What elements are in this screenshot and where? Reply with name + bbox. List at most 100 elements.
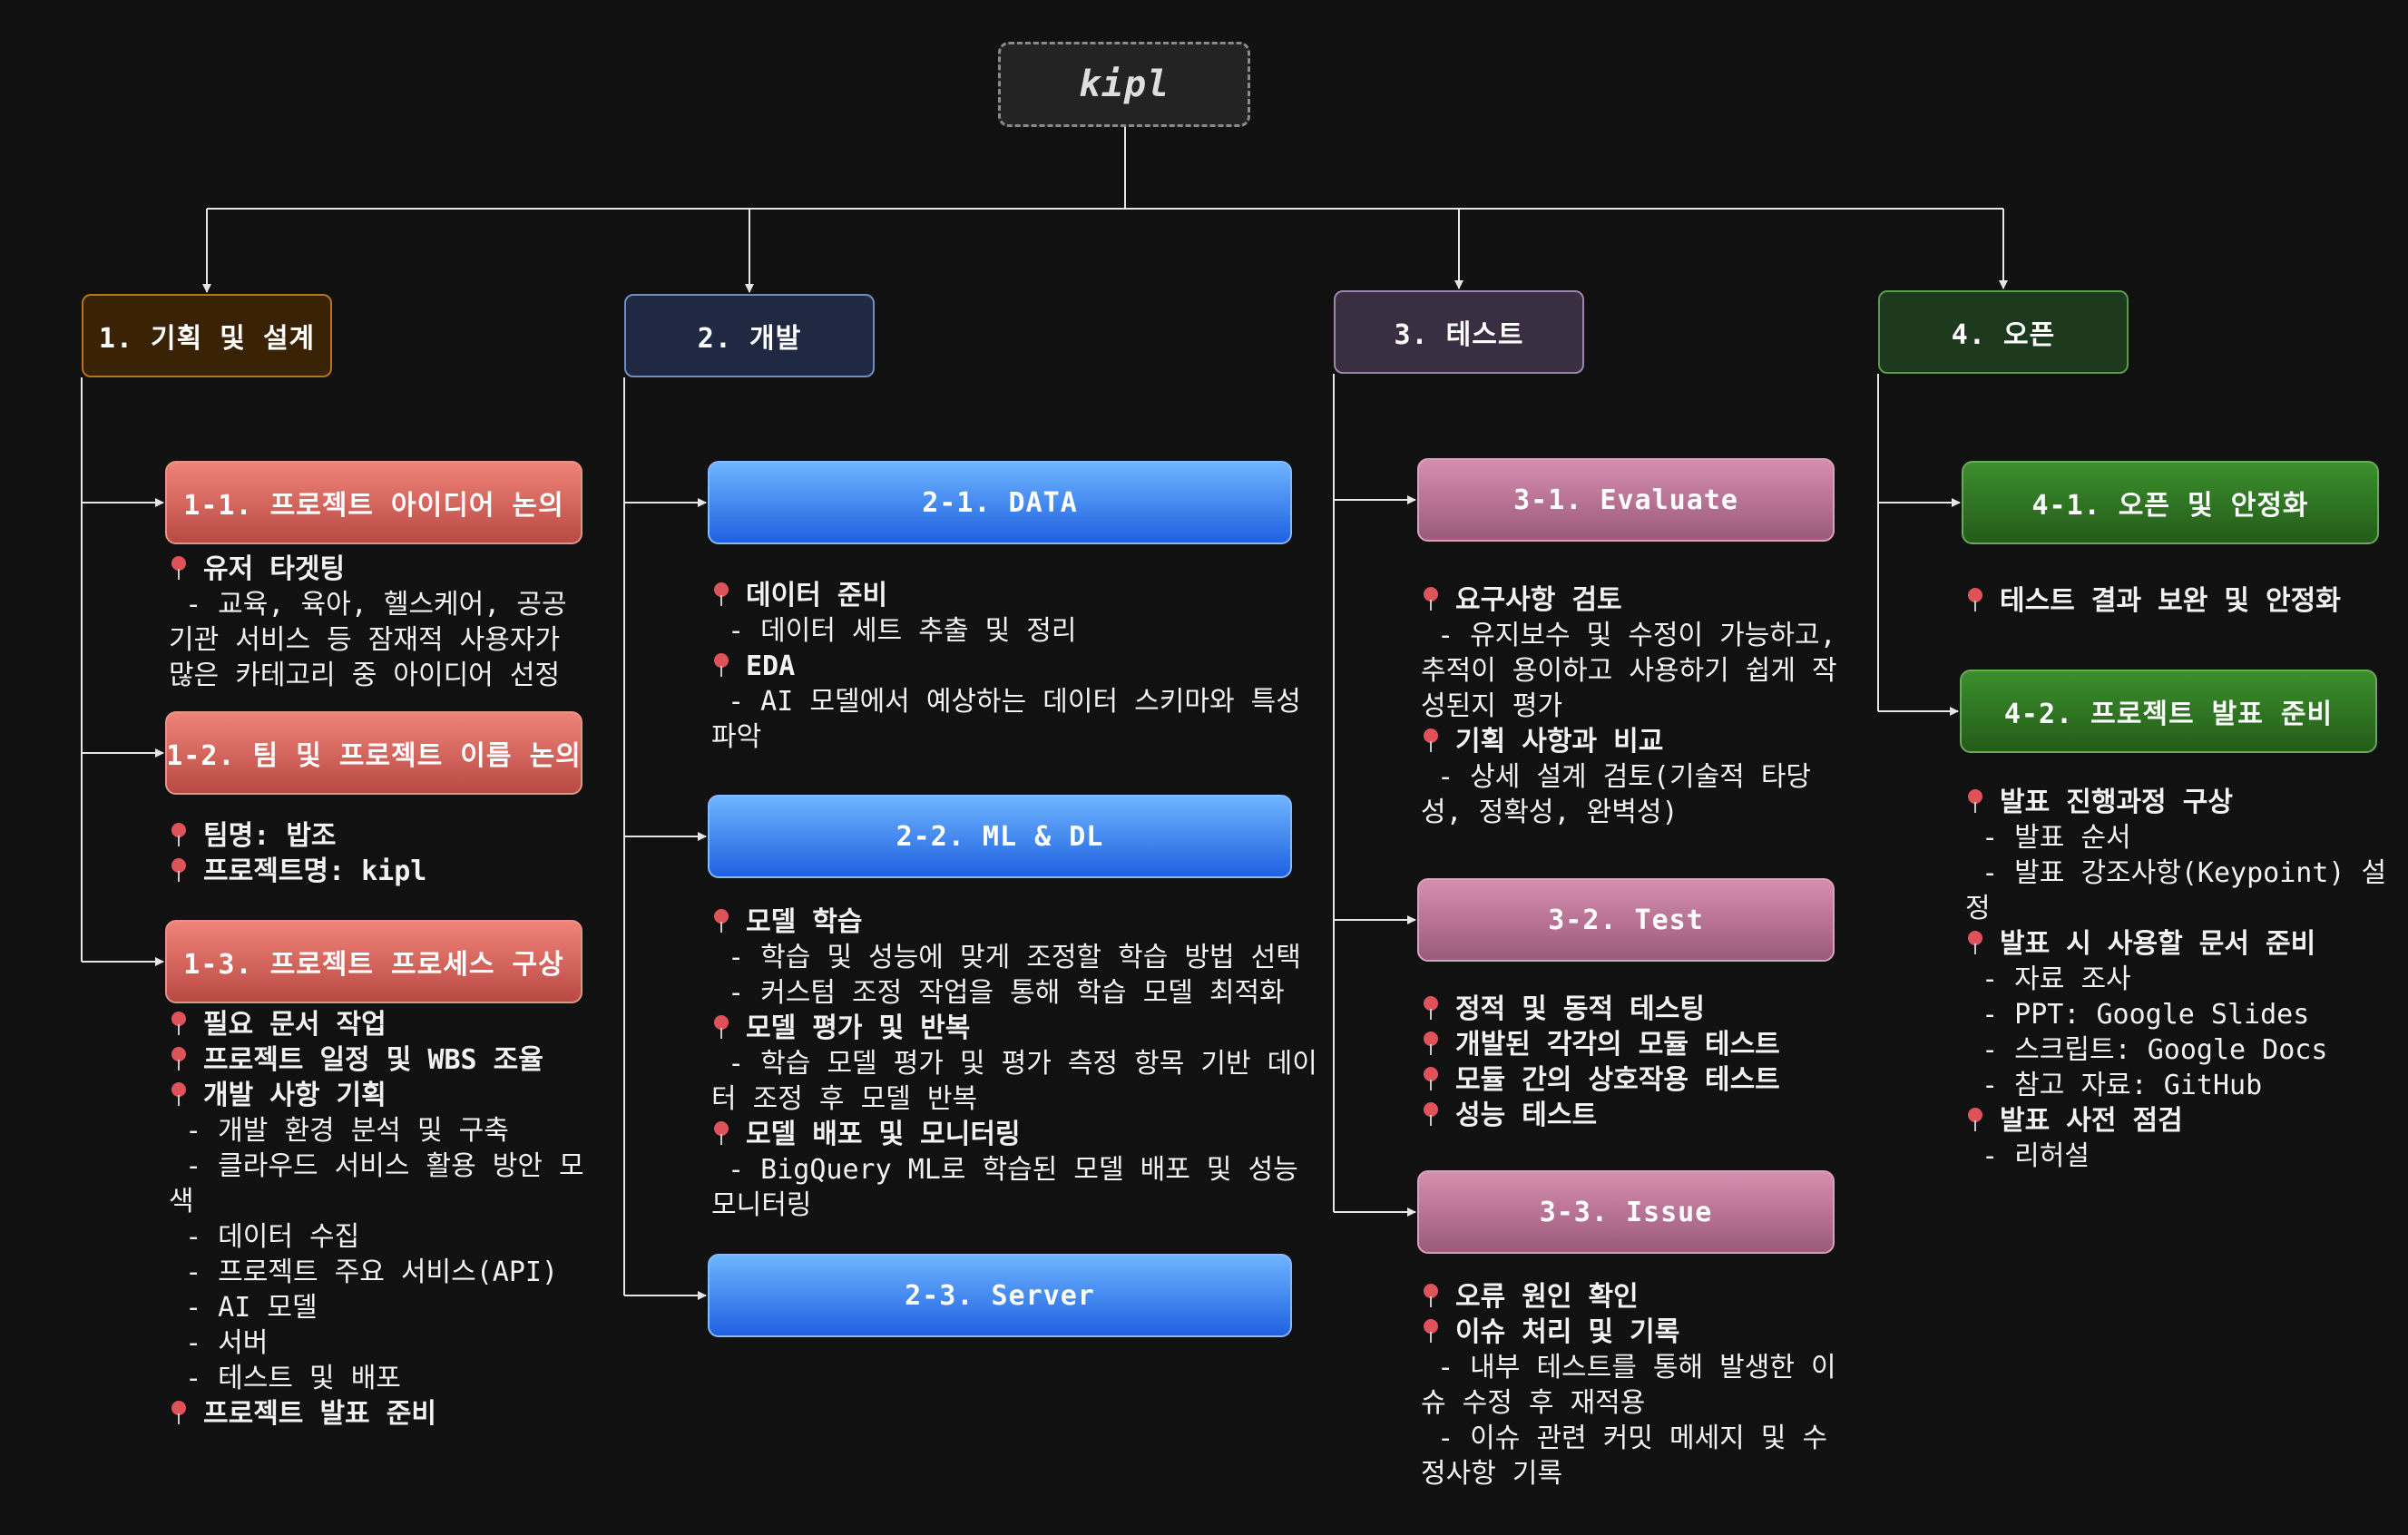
sub-data[interactable]: 2-1. DATA bbox=[708, 461, 1292, 544]
category-development[interactable]: 2. 개발 bbox=[624, 294, 875, 377]
category-planning[interactable]: 1. 기획 및 설계 bbox=[82, 294, 332, 377]
note-text: - 서버 bbox=[169, 1327, 269, 1359]
note-heading: 필요 문서 작업 bbox=[169, 1007, 586, 1042]
note-detail: - 데이터 수집 bbox=[169, 1219, 586, 1255]
note-detail: - 발표 강조사항(Keypoint) 설정 bbox=[1965, 855, 2392, 926]
note-heading: 요구사항 검토 bbox=[1421, 582, 1838, 618]
pushpin-icon bbox=[1421, 1282, 1441, 1309]
note-text: - 유지보수 및 수정이 가능하고, 추적이 용이하고 사용하기 쉽게 작성된지… bbox=[1421, 620, 1853, 722]
pushpin-icon bbox=[169, 856, 189, 884]
sub-open-stabilize[interactable]: 4-1. 오픈 및 안정화 bbox=[1962, 461, 2379, 544]
sub-idea-discussion[interactable]: 1-1. 프로젝트 아이디어 논의 bbox=[165, 461, 582, 544]
note-heading: 모델 배포 및 모니터링 bbox=[711, 1117, 1328, 1152]
note-heading: 발표 진행과정 구상 bbox=[1965, 785, 2392, 820]
note-text: - 프로젝트 주요 서비스(API) bbox=[169, 1256, 559, 1288]
note-text: 성능 테스트 bbox=[1455, 1100, 1598, 1131]
note-detail: - 교육, 육아, 헬스케어, 공공 기관 서비스 등 잠재적 사용자가 많은 … bbox=[169, 587, 586, 693]
note-text: - 발표 순서 bbox=[1965, 822, 2131, 854]
note-detail: - 스크립트: Google Docs bbox=[1965, 1032, 2392, 1068]
note-heading: 테스트 결과 보완 및 안정화 bbox=[1965, 583, 2392, 619]
sub-test[interactable]: 3-2. Test bbox=[1417, 878, 1835, 962]
note-text: 발표 시 사용할 문서 준비 bbox=[2000, 928, 2316, 960]
note-text: 데이터 준비 bbox=[746, 580, 888, 611]
sub-ml-dl[interactable]: 2-2. ML & DL bbox=[708, 795, 1292, 878]
note-detail: - 학습 모델 평가 및 평가 측정 항목 기반 데이터 조정 후 모델 반복 bbox=[711, 1046, 1328, 1117]
sub-issue[interactable]: 3-3. Issue bbox=[1417, 1170, 1835, 1254]
note-text: - 데이터 세트 추출 및 정리 bbox=[711, 615, 1077, 647]
note-text: - AI 모델 bbox=[169, 1292, 318, 1324]
note-text: - 발표 강조사항(Keypoint) 설정 bbox=[1965, 857, 2387, 924]
note-detail: - 내부 테스트를 통해 발생한 이슈 수정 후 재적용 bbox=[1421, 1350, 1838, 1421]
note-text: 팀명: 밥조 bbox=[203, 820, 337, 852]
note-text: - 상세 설계 검토(기술적 타당성, 정확성, 완벽성) bbox=[1421, 761, 1812, 828]
category-testing[interactable]: 3. 테스트 bbox=[1334, 290, 1584, 374]
note-text: 오류 원인 확인 bbox=[1455, 1281, 1639, 1313]
pushpin-icon bbox=[711, 1013, 731, 1041]
note-text: - 스크립트: Google Docs bbox=[1965, 1034, 2328, 1066]
root-node[interactable]: kipl bbox=[998, 42, 1250, 127]
note-heading: 모듈 간의 상호작용 테스트 bbox=[1421, 1062, 1838, 1098]
note-detail: - 발표 순서 bbox=[1965, 820, 2392, 855]
pushpin-icon bbox=[169, 1010, 189, 1037]
sub-idea-discussion-notes: 유저 타겟팅 - 교육, 육아, 헬스케어, 공공 기관 서비스 등 잠재적 사… bbox=[169, 552, 586, 693]
note-text: 정적 및 동적 테스팅 bbox=[1455, 993, 1705, 1025]
pushpin-icon bbox=[1965, 929, 1985, 956]
pushpin-icon bbox=[711, 907, 731, 934]
note-text: - 교육, 육아, 헬스케어, 공공 기관 서비스 등 잠재적 사용자가 많은 … bbox=[169, 589, 583, 691]
note-text: 개발된 각각의 모듈 테스트 bbox=[1455, 1029, 1780, 1061]
sub-open-stabilize-notes: 테스트 결과 보완 및 안정화 bbox=[1965, 583, 2392, 619]
note-text: - 개발 환경 분석 및 구축 bbox=[169, 1115, 509, 1147]
pushpin-icon bbox=[1421, 1317, 1441, 1344]
pushpin-icon bbox=[1421, 994, 1441, 1022]
note-text: - 이슈 관련 커밋 메세지 및 수정사항 기록 bbox=[1421, 1423, 1828, 1490]
note-detail: - 클라우드 서비스 활용 방안 모색 bbox=[169, 1149, 586, 1219]
note-text: - 학습 및 성능에 맞게 조정할 학습 방법 선택 bbox=[711, 942, 1301, 973]
note-detail: - 학습 및 성능에 맞게 조정할 학습 방법 선택 bbox=[711, 940, 1328, 975]
note-heading: 유저 타겟팅 bbox=[169, 552, 586, 587]
note-detail: - 서버 bbox=[169, 1325, 586, 1361]
note-text: 요구사항 검토 bbox=[1455, 584, 1622, 616]
note-text: - 참고 자료: GitHub bbox=[1965, 1070, 2263, 1101]
note-detail: - 상세 설계 검토(기술적 타당성, 정확성, 완벽성) bbox=[1421, 759, 1838, 830]
note-text: 모델 평가 및 반복 bbox=[746, 1012, 971, 1044]
note-text: 모델 배포 및 모니터링 bbox=[746, 1119, 1021, 1150]
note-heading: EDA bbox=[711, 649, 1328, 684]
sub-team-name[interactable]: 1-2. 팀 및 프로젝트 이름 논의 bbox=[165, 711, 582, 795]
note-detail: - 커스텀 조정 작업을 통해 학습 모델 최적화 bbox=[711, 975, 1328, 1011]
note-text: - AI 모델에서 예상하는 데이터 스키마와 특성 파악 bbox=[711, 686, 1317, 753]
note-text: 모델 학습 bbox=[746, 906, 863, 938]
note-heading: 프로젝트 발표 준비 bbox=[169, 1396, 586, 1432]
note-detail: - PPT: Google Slides bbox=[1965, 997, 2392, 1032]
note-text: 프로젝트명: kipl bbox=[203, 855, 427, 887]
note-text: 유저 타겟팅 bbox=[203, 553, 346, 585]
note-detail: - 데이터 세트 추출 및 정리 bbox=[711, 613, 1328, 649]
note-heading: 데이터 준비 bbox=[711, 578, 1328, 613]
note-heading: 프로젝트 일정 및 WBS 조율 bbox=[169, 1042, 586, 1078]
note-text: - 데이터 수집 bbox=[169, 1221, 360, 1253]
sub-process-plan[interactable]: 1-3. 프로젝트 프로세스 구상 bbox=[165, 920, 582, 1003]
note-heading: 이슈 처리 및 기록 bbox=[1421, 1315, 1838, 1350]
pushpin-icon bbox=[1421, 585, 1441, 612]
category-open[interactable]: 4. 오픈 bbox=[1878, 290, 2129, 374]
note-text: - 테스트 및 배포 bbox=[169, 1363, 401, 1394]
sub-ml-dl-notes: 모델 학습 - 학습 및 성능에 맞게 조정할 학습 방법 선택 - 커스텀 조… bbox=[711, 904, 1328, 1223]
note-heading: 성능 테스트 bbox=[1421, 1098, 1838, 1133]
note-detail: - 프로젝트 주요 서비스(API) bbox=[169, 1255, 586, 1290]
note-detail: - 개발 환경 분석 및 구축 bbox=[169, 1113, 586, 1149]
note-text: 기획 사항과 비교 bbox=[1455, 726, 1664, 758]
sub-server[interactable]: 2-3. Server bbox=[708, 1254, 1292, 1337]
pushpin-icon bbox=[711, 581, 731, 608]
note-heading: 모델 학습 bbox=[711, 904, 1328, 940]
sub-evaluate[interactable]: 3-1. Evaluate bbox=[1417, 458, 1835, 542]
note-text: - 내부 테스트를 통해 발생한 이슈 수정 후 재적용 bbox=[1421, 1352, 1836, 1419]
note-text: - 자료 조사 bbox=[1965, 963, 2131, 995]
sub-presentation-prep[interactable]: 4-2. 프로젝트 발표 준비 bbox=[1960, 670, 2377, 753]
pushpin-icon bbox=[1421, 1030, 1441, 1057]
pushpin-icon bbox=[1421, 1065, 1441, 1092]
note-detail: - 이슈 관련 커밋 메세지 및 수정사항 기록 bbox=[1421, 1421, 1838, 1491]
note-text: 필요 문서 작업 bbox=[203, 1009, 387, 1041]
